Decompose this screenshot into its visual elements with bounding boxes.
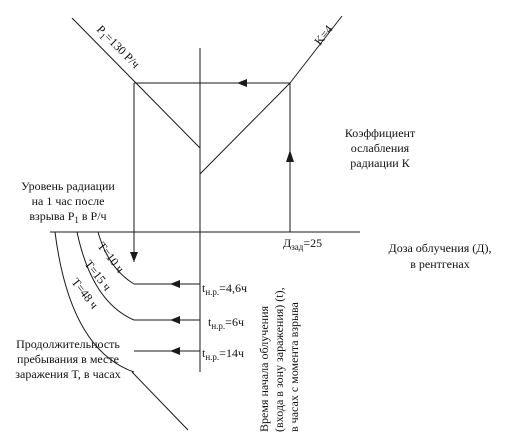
arrow-left-3 bbox=[170, 347, 180, 355]
attenuation-label-1: Коэффициент bbox=[345, 126, 416, 140]
arrow-down-left bbox=[130, 252, 138, 262]
curve-t10 bbox=[97, 231, 135, 285]
duration-label-3: заражения T, в часах bbox=[15, 367, 120, 381]
arrow-left-top bbox=[237, 79, 247, 87]
curve-t15 bbox=[76, 231, 135, 321]
vertical-axis-label-2: (входа в зону заражения) (t), bbox=[272, 287, 286, 432]
radiation-level-line3: взрыва P1 в Р/ч bbox=[29, 209, 106, 225]
k-attenuation-diagonal bbox=[199, 82, 291, 175]
start-time-label-1: tн.р.=4,6ч bbox=[202, 281, 247, 297]
arrow-left-2 bbox=[170, 316, 180, 324]
bottom-left-edge bbox=[131, 371, 189, 431]
dose-zad-label: Дзад=25 bbox=[283, 236, 322, 252]
radiation-level-line2: на 1 час после bbox=[32, 194, 105, 208]
curve-t48 bbox=[54, 231, 135, 373]
vertical-axis-label-1: Время начала облучения bbox=[257, 306, 271, 432]
arrow-left-1 bbox=[170, 280, 180, 288]
attenuation-label-3: радиации К bbox=[350, 156, 410, 170]
k-line-label: K=4 bbox=[311, 22, 335, 48]
start-time-label-2: tн.р.=6ч bbox=[208, 315, 244, 331]
start-time-label-3: tн.р.=14ч bbox=[202, 346, 244, 362]
duration-label-2: пребывания в месте bbox=[17, 352, 119, 366]
k-diagonal-line bbox=[289, 15, 343, 84]
arrow-up-right bbox=[286, 150, 294, 162]
dose-axis-label-2: в рентгенах bbox=[410, 257, 470, 271]
attenuation-label-2: ослабления bbox=[351, 141, 410, 155]
duration-label-1: Продолжительность bbox=[16, 337, 120, 351]
vertical-axis-label-3: в часах с момента взрыва bbox=[287, 301, 301, 432]
dose-axis-label-1: Доза облучения (Д), bbox=[389, 241, 492, 255]
radiation-level-line1: Уровень радиации bbox=[21, 179, 115, 193]
